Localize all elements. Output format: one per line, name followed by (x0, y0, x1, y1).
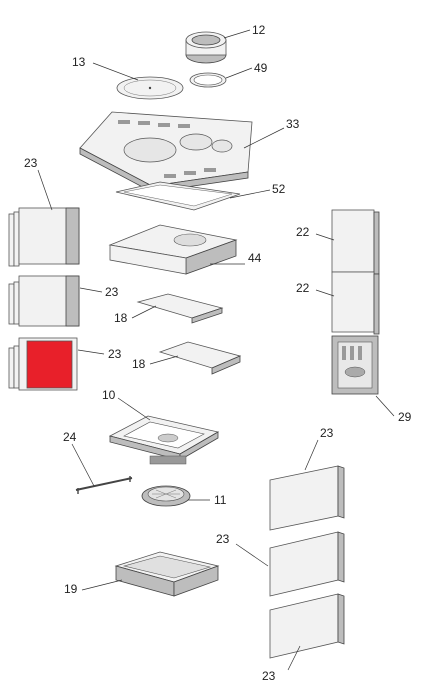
part-24-rod[interactable] (75, 476, 133, 494)
part-22-brick-a[interactable] (331, 209, 380, 275)
part-18-plate-a[interactable] (136, 293, 224, 324)
part-23-brick-highlighted[interactable] (8, 337, 78, 391)
callout-13: 13 (72, 55, 86, 69)
callout-44: 44 (248, 251, 262, 265)
part-23-brick-top-left[interactable] (8, 207, 80, 267)
callout-24: 24 (63, 430, 77, 444)
part-11-round-grate[interactable] (141, 485, 191, 507)
callout-23-d: 23 (320, 426, 334, 440)
callout-23-c: 23 (108, 347, 122, 361)
callout-10: 10 (102, 388, 116, 402)
part-44-baffle[interactable] (108, 224, 238, 275)
part-49-gasket[interactable] (189, 72, 227, 88)
callout-29: 29 (398, 410, 412, 424)
part-29-rear-panel[interactable] (331, 335, 379, 395)
callout-11: 11 (214, 493, 227, 507)
callout-52: 52 (272, 182, 286, 196)
callout-23-f: 23 (262, 669, 276, 683)
callout-23-b: 23 (105, 285, 119, 299)
part-52-seal[interactable] (115, 181, 241, 211)
part-23-brick-right-c[interactable] (269, 593, 345, 659)
part-23-brick-right-b[interactable] (269, 531, 345, 597)
part-18-plate-b[interactable] (158, 341, 242, 375)
callout-19: 19 (64, 582, 78, 596)
callout-18-a: 18 (114, 311, 128, 325)
callout-49: 49 (254, 61, 268, 75)
part-10-grate-frame[interactable] (108, 415, 220, 465)
part-33-top-plate[interactable] (79, 111, 253, 193)
callout-22-b: 22 (296, 281, 310, 295)
callout-23-e: 23 (216, 532, 230, 546)
part-22-brick-b[interactable] (331, 271, 380, 335)
callout-18-b: 18 (132, 357, 146, 371)
part-23-brick-mid-left[interactable] (8, 275, 80, 327)
callout-12: 12 (252, 23, 266, 37)
part-19-ash-pan[interactable] (114, 551, 220, 597)
part-12-collar[interactable] (185, 31, 227, 64)
callout-22-a: 22 (296, 225, 310, 239)
part-13-plate[interactable] (116, 76, 184, 100)
callout-23-a: 23 (24, 156, 38, 170)
part-23-brick-right-a[interactable] (269, 465, 345, 531)
callout-33: 33 (286, 117, 300, 131)
